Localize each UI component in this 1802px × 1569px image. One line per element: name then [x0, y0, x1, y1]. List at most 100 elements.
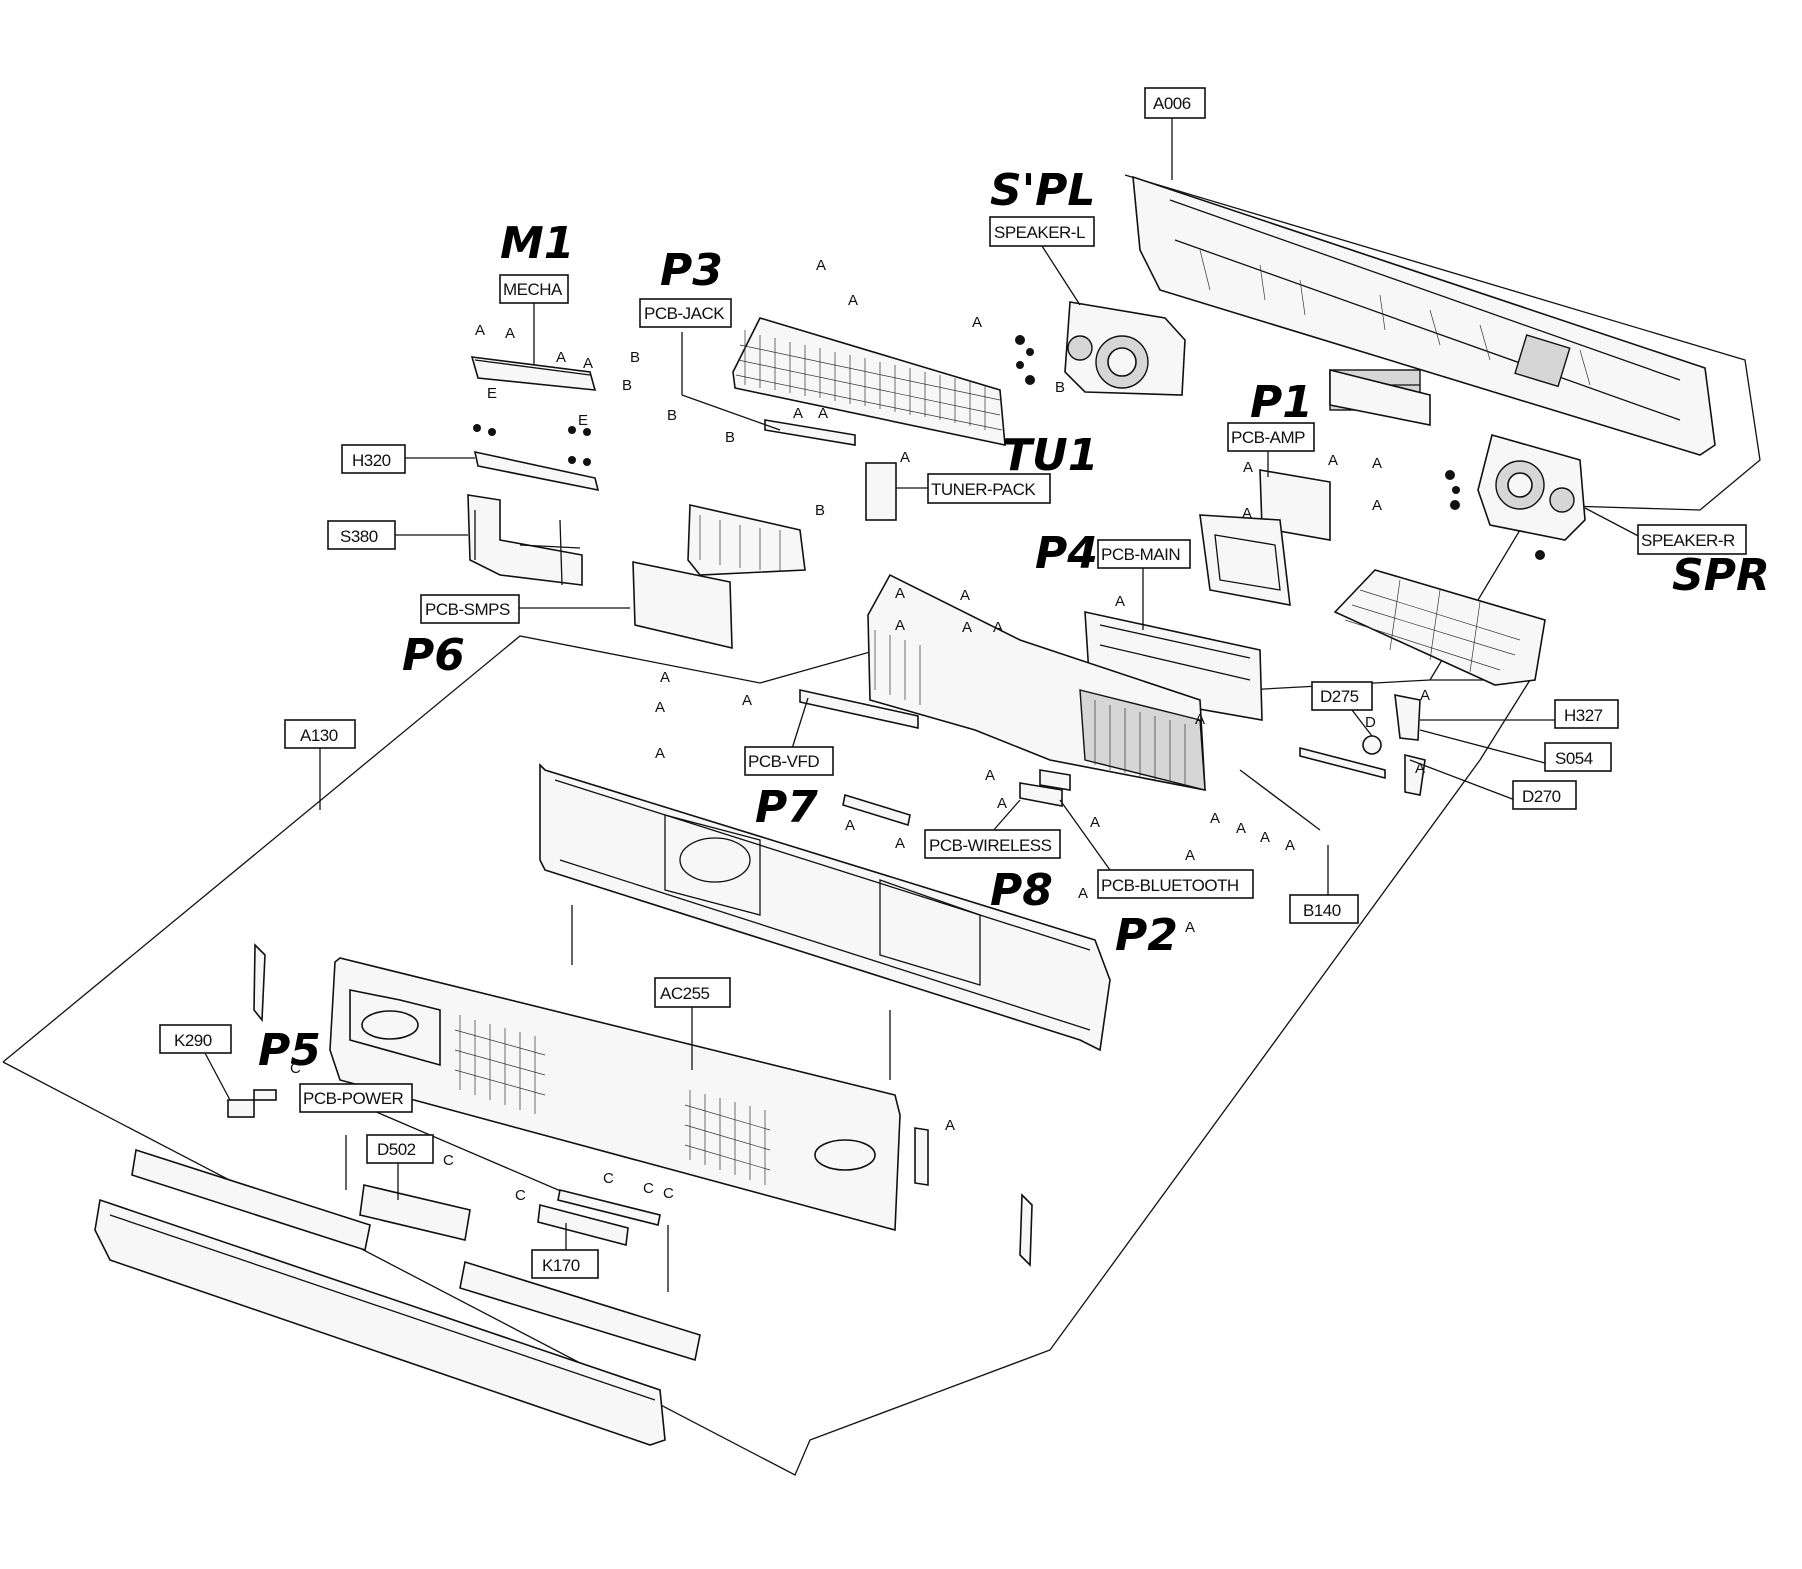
- mark-a: A: [1242, 505, 1252, 522]
- svg-text:B140: B140: [1303, 901, 1341, 920]
- mark-e: E: [578, 412, 588, 429]
- label-pcb-amp: PCB-AMP: [1227, 422, 1315, 452]
- d275-leader: [1351, 709, 1373, 737]
- svg-text:S380: S380: [340, 527, 378, 546]
- label-a006: A006: [1144, 87, 1206, 119]
- top-trim-strip: [131, 1148, 371, 1252]
- label-b140: B140: [1289, 894, 1359, 924]
- svg-text:TUNER-PACK: TUNER-PACK: [931, 480, 1036, 499]
- hand-p1: P1: [1250, 377, 1313, 428]
- mark-a: A: [962, 619, 972, 636]
- label-speaker-r: SPEAKER-R: [1637, 524, 1747, 555]
- left-side-piece: [253, 943, 266, 1023]
- svg-text:A130: A130: [300, 726, 338, 745]
- svg-text:PCB-POWER: PCB-POWER: [303, 1089, 404, 1108]
- label-mecha: MECHA: [499, 274, 569, 304]
- svg-text:D275: D275: [1320, 687, 1359, 706]
- s380-part: [467, 494, 583, 586]
- hand-p6: P6: [402, 630, 465, 681]
- mark-a: A: [1090, 814, 1100, 831]
- pcb-power-strip: [557, 1189, 661, 1226]
- svg-text:PCB-JACK: PCB-JACK: [644, 304, 725, 323]
- mark-e: E: [487, 385, 497, 402]
- label-d275: D275: [1311, 681, 1373, 711]
- mark-a: A: [1285, 837, 1295, 854]
- mark-b: B: [667, 407, 677, 424]
- hand-tu1: TU1: [1002, 430, 1098, 481]
- front-grille-part: [329, 957, 901, 1232]
- mark-a: A: [972, 314, 982, 331]
- pcb-power-leader: [359, 1104, 571, 1196]
- svg-text:A006: A006: [1153, 94, 1191, 113]
- pcb-power-part: [253, 1089, 277, 1101]
- s054-leader: [1419, 729, 1546, 764]
- label-k290: K290: [159, 1024, 232, 1054]
- hand-p3: P3: [660, 245, 723, 296]
- mark-c: C: [643, 1180, 654, 1197]
- hand-p7: P7: [755, 782, 818, 833]
- mark-a: A: [1210, 810, 1220, 827]
- mark-a: A: [895, 585, 905, 602]
- label-pcb-bluetooth: PCB-BLUETOOTH: [1097, 869, 1254, 899]
- mark-a: A: [1236, 820, 1246, 837]
- svg-text:K290: K290: [174, 1031, 212, 1050]
- b140-part: [1299, 746, 1386, 780]
- svg-text:PCB-BLUETOOTH: PCB-BLUETOOTH: [1101, 876, 1239, 895]
- label-d270: D270: [1512, 780, 1577, 810]
- mark-b: B: [1055, 379, 1065, 396]
- hand-p2: P2: [1115, 910, 1178, 961]
- svg-text:PCB-MAIN: PCB-MAIN: [1101, 545, 1180, 564]
- mark-a: A: [505, 325, 515, 342]
- svg-text:D270: D270: [1522, 787, 1561, 806]
- label-s380: S380: [327, 520, 396, 550]
- svg-text:PCB-VFD: PCB-VFD: [748, 752, 819, 771]
- svg-text:SPEAKER-L: SPEAKER-L: [994, 223, 1085, 242]
- mark-c: C: [443, 1152, 454, 1169]
- mark-a: A: [1372, 455, 1382, 472]
- svg-text:H327: H327: [1564, 706, 1603, 725]
- hand-p5: P5: [258, 1025, 321, 1076]
- k290-leader: [204, 1052, 231, 1101]
- pcb-vfd-leader: [789, 697, 809, 756]
- mark-a: A: [1185, 847, 1195, 864]
- mark-a: A: [1185, 919, 1195, 936]
- mark-a: A: [1243, 459, 1253, 476]
- label-pcb-jack: PCB-JACK: [639, 298, 732, 328]
- mark-a: A: [742, 692, 752, 709]
- svg-text:PCB-SMPS: PCB-SMPS: [425, 600, 510, 619]
- mark-a: A: [475, 322, 485, 339]
- mark-a: A: [660, 669, 670, 686]
- mark-c: C: [515, 1187, 526, 1204]
- hand-p4: P4: [1035, 528, 1098, 579]
- label-h320: H320: [341, 444, 406, 474]
- pcb-amp-part: [1199, 469, 1331, 606]
- mark-a: A: [895, 617, 905, 634]
- mark-a: A: [1415, 760, 1425, 777]
- mark-b: B: [630, 349, 640, 366]
- h320-part: [473, 450, 600, 492]
- front-bottom-panel: [94, 1198, 666, 1446]
- mark-a: A: [793, 405, 803, 422]
- pcb-jack-chassis-part: [732, 317, 1006, 447]
- mark-a: A: [993, 619, 1003, 636]
- mark-a: A: [818, 405, 828, 422]
- d270-leader: [1409, 759, 1516, 801]
- mark-a: A: [945, 1117, 955, 1134]
- mark-a: A: [583, 355, 593, 372]
- mark-a: A: [1115, 593, 1125, 610]
- pcb-bluetooth-part: [1039, 769, 1071, 791]
- k290-part: [227, 1099, 255, 1118]
- mark-a: A: [1372, 497, 1382, 514]
- rear-outline: [1124, 174, 1761, 681]
- mark-a: A: [985, 767, 995, 784]
- small-bracket-parts: [1362, 693, 1426, 796]
- label-pcb-vfd: PCB-VFD: [744, 746, 834, 776]
- pcb-jack-leader-b: [681, 394, 781, 431]
- mark-a: A: [1078, 885, 1088, 902]
- mark-a: A: [1420, 687, 1430, 704]
- speaker-right-part: [1445, 434, 1586, 560]
- front-display-strip: [459, 1260, 701, 1362]
- label-s054: S054: [1544, 742, 1612, 772]
- mark-a: A: [1195, 711, 1205, 728]
